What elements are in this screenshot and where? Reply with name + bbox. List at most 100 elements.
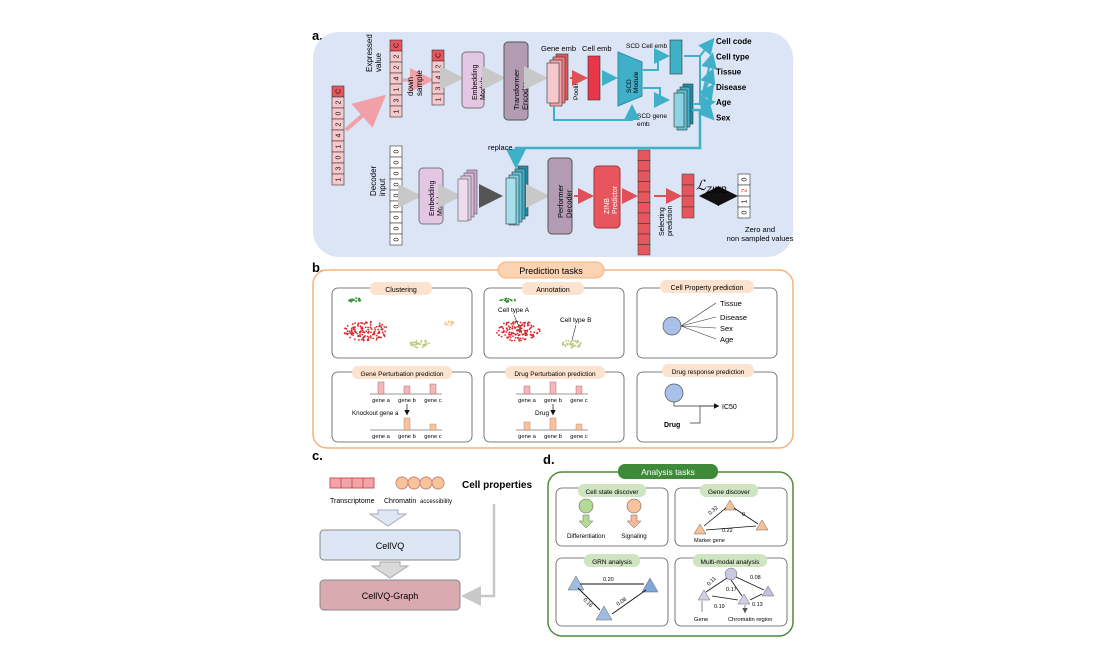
- vector-cell-value: C: [336, 89, 343, 94]
- text-line: Decoder: [565, 189, 574, 218]
- scatter-point: [371, 333, 374, 336]
- scatter-point: [529, 331, 532, 333]
- text-line: Module: [480, 77, 487, 100]
- scatter-point: [510, 333, 512, 336]
- cell-state-title-badge: [578, 484, 646, 497]
- prediction-cell: [637, 202, 651, 214]
- vector-cell-value: 0: [394, 160, 401, 164]
- scatter-point: [570, 346, 573, 349]
- scatter-point: [426, 343, 428, 345]
- scatter-point: [530, 336, 533, 339]
- scatter-point: [374, 326, 376, 329]
- prediction-cell: [637, 233, 651, 245]
- scatter-point: [348, 299, 350, 302]
- scatter-point: [505, 327, 508, 330]
- scatter-point: [503, 299, 506, 302]
- gene-emb-feedback-arrow: [553, 104, 640, 121]
- bar: [575, 385, 583, 395]
- scatter-point: [364, 326, 367, 329]
- scatter-point: [349, 332, 352, 334]
- scatter-point: [509, 338, 511, 341]
- cell-type-b-pointer: [571, 324, 577, 341]
- scatter-point: [518, 333, 521, 336]
- scatter-point: [526, 324, 529, 327]
- bar: [429, 423, 437, 431]
- scatter-point: [425, 341, 428, 343]
- drug-perturbation-title-badge: [505, 366, 605, 379]
- transcriptome-to-cellvq-arrow: [368, 509, 408, 527]
- text-line: Zero and: [745, 225, 775, 234]
- property-label: Sex: [720, 324, 733, 333]
- selected-column: [681, 173, 695, 219]
- scatter-point: [522, 322, 525, 324]
- bar: [429, 383, 437, 395]
- scatter-point: [506, 329, 509, 332]
- scatter-point: [378, 325, 380, 328]
- scatter-point: [508, 335, 511, 337]
- scatter-point: [369, 324, 372, 326]
- analysis-tasks-badge: [618, 464, 718, 479]
- zinb-predictor-label: ZINBPredictor: [604, 185, 619, 214]
- scatter-point: [382, 333, 385, 336]
- text-line: Expressed: [365, 34, 374, 72]
- cell-properties-arrow: [461, 504, 496, 606]
- scatter-point: [500, 326, 502, 328]
- chromatin-label: Chromatin: [384, 498, 416, 505]
- scatter-point: [357, 339, 360, 341]
- mm-value-0: 0.11: [706, 576, 718, 588]
- cell-property-title-badge: [660, 280, 754, 293]
- output-label: Age: [716, 98, 732, 107]
- scatter-point: [366, 335, 369, 338]
- scatter-point: [510, 331, 513, 334]
- scatter-point: [373, 330, 376, 333]
- scatter-point: [343, 332, 346, 334]
- grn-edges: [577, 583, 647, 615]
- prediction-cell: [637, 160, 651, 172]
- cell-property-title: Cell Property prediction: [671, 285, 744, 292]
- scatter-point: [378, 331, 381, 334]
- scatter-point: [507, 300, 510, 302]
- cell-state-title: Cell state discover: [585, 489, 639, 496]
- scatter-point: [529, 327, 532, 330]
- text-line: Encoder: [521, 82, 530, 110]
- gene-emb-label: Gene emb: [541, 44, 576, 53]
- scatter-point: [357, 324, 359, 327]
- cell-type-a-label: Cell type A: [498, 307, 530, 314]
- scd-cell-emb-block: [669, 39, 683, 75]
- scatter-point: [523, 325, 526, 328]
- scatter-point: [528, 321, 531, 324]
- cell-properties-label: Cell properties: [462, 480, 532, 491]
- scatter-point: [566, 343, 569, 346]
- annotation-title: Annotation: [536, 287, 570, 294]
- scd-to-gene-emb-arrow: [643, 87, 670, 108]
- text-line: sample: [415, 70, 424, 96]
- chromatin-icon: [395, 476, 445, 490]
- scatter-point: [381, 323, 384, 326]
- scatter-point: [508, 331, 511, 334]
- gene-label: gene a: [518, 398, 537, 404]
- scatter-point: [518, 338, 521, 341]
- vector-cell-value: 2: [742, 188, 749, 192]
- scatter-point: [524, 331, 527, 334]
- scatter-point: [351, 298, 354, 301]
- scatter-point: [369, 326, 372, 329]
- scatter-point: [501, 326, 504, 329]
- drug-response-circle: [664, 383, 684, 403]
- scatter-point: [370, 331, 372, 334]
- drug-perturbation-title: Drug Perturbation prediction: [514, 371, 596, 378]
- cell-emb-block: [587, 55, 601, 101]
- scatter-point: [359, 331, 362, 333]
- scatter-point: [514, 336, 517, 339]
- vector-cell-value: 2: [336, 100, 343, 104]
- cellvq-graph-label: CellVQ-Graph: [362, 591, 419, 601]
- input-arrow: [344, 94, 386, 132]
- vector-cell-value: 0: [394, 215, 401, 219]
- text-line: prediction: [667, 206, 674, 236]
- prediction-tasks-badge: [497, 261, 605, 279]
- scatter-point: [567, 340, 570, 342]
- scatter-point: [374, 328, 377, 331]
- scatter-point: [415, 342, 418, 345]
